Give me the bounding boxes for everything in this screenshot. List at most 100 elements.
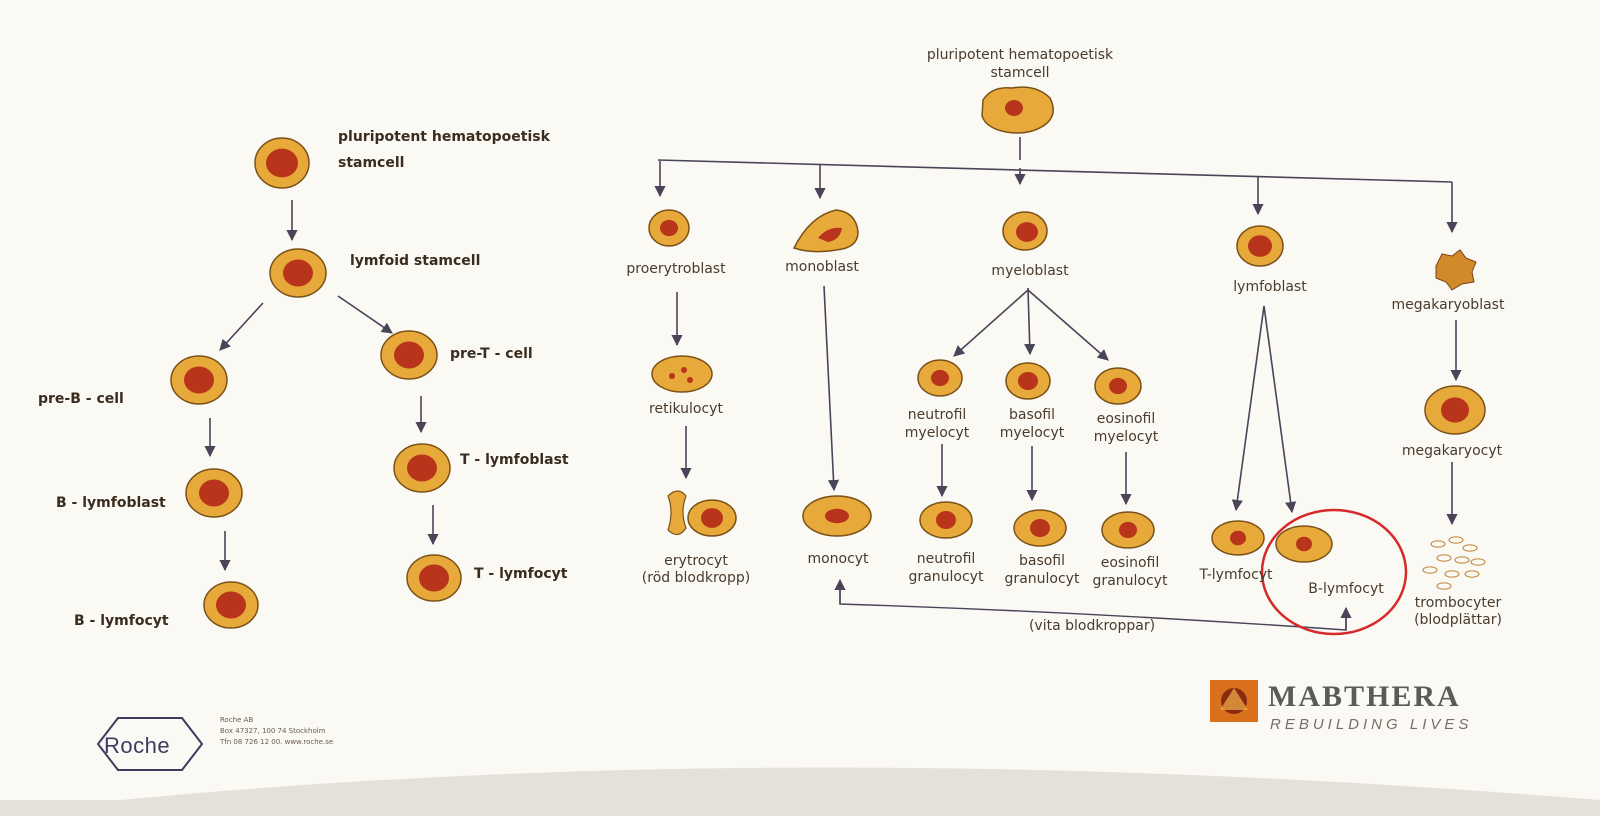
cell-erythrocyte-round-nucleus	[701, 508, 723, 528]
roche-address-1: Roche AB	[220, 716, 254, 724]
cell-t-lymphoblast-nucleus	[407, 454, 437, 482]
label-megakaryoblast: megakaryoblast	[1391, 297, 1505, 313]
cell-erythrocyte-disc	[667, 490, 687, 536]
label-neutrophil-granulocyte-1: neutrofil	[916, 551, 976, 567]
roche-logo-text: Roche	[104, 733, 171, 758]
cell-monoblast-nucleus	[818, 227, 842, 242]
thrombocyte-7	[1422, 566, 1438, 574]
cell-t-lymphocyte-left-nucleus	[419, 564, 449, 592]
line-branch-bar	[657, 159, 1453, 183]
label-proerythroblast: proerytroblast	[626, 261, 726, 277]
arrow-lymphoblast-to-b-lymphocyte	[1263, 305, 1297, 514]
cell-eosinophil-granulocyte-nucleus	[1119, 521, 1137, 539]
label-eosinophil-granulocyte-2: granulocyt	[1092, 573, 1168, 589]
cell-basophil-myelocyte-nucleus	[1018, 372, 1038, 390]
reticulocyte-granule-3	[687, 377, 693, 383]
label-thrombocytes-2: (blodplättar)	[1414, 612, 1502, 628]
cell-b-lymphocyte-right-nucleus	[1296, 536, 1312, 552]
thrombocyte-10	[1436, 582, 1452, 590]
label-t-lymphocyte-right: T-lymfocyt	[1199, 567, 1273, 583]
label-basophil-granulocyte-1: basofil	[1018, 553, 1066, 569]
cell-t-lymphocyte-right-nucleus	[1230, 530, 1246, 546]
arrow-lymphoid-to-pre-b	[219, 302, 264, 351]
roche-address-2: Box 47327, 100 74 Stockholm	[220, 727, 326, 735]
label-eosinophil-granulocyte-1: eosinofil	[1100, 555, 1160, 571]
arrow-myeloblast-to-basophil	[1024, 289, 1036, 356]
label-pre-t-cell: pre-T - cell	[450, 346, 533, 362]
cell-basophil-granulocyte-nucleus	[1030, 519, 1050, 537]
cell-stem-left-nucleus	[266, 148, 298, 178]
label-neutrophil-granulocyte-2: granulocyt	[908, 569, 984, 585]
mabthera-name: MABTHERA	[1268, 680, 1461, 713]
cell-lymphoblast-nucleus	[1248, 235, 1272, 257]
roche-logo	[96, 717, 204, 771]
label-erythrocyte-2: (röd blodkropp)	[641, 570, 751, 586]
thrombocyte-3	[1462, 544, 1478, 552]
label-lymphoid-stem-cell: lymfoid stamcell	[350, 253, 481, 269]
cell-neutrophil-granulocyte-nucleus	[936, 511, 956, 529]
mabthera-tagline: REBUILDING LIVES	[1270, 716, 1473, 733]
label-basophil-myelocyte-2: myelocyt	[999, 425, 1065, 441]
thrombocyte-6	[1470, 558, 1486, 566]
cell-monoblast	[792, 209, 859, 253]
label-b-lymphocyte-right: B-lymfocyt	[1308, 581, 1384, 597]
cell-lymphoid-nucleus	[283, 259, 313, 287]
label-stem-cell-right-2: stamcell	[990, 65, 1050, 81]
cell-myeloblast-nucleus	[1016, 222, 1038, 242]
label-thrombocytes-1: trombocyter	[1414, 595, 1502, 611]
highlight-circle-b-lymphocyte	[1260, 508, 1408, 636]
thrombocyte-9	[1464, 570, 1480, 578]
mabthera-icon	[1210, 680, 1258, 722]
cell-proerythroblast-nucleus	[660, 219, 678, 237]
label-reticulocyte: retikulocyt	[649, 401, 723, 417]
roche-address-3: Tfn 08 726 12 00. www.roche.se	[220, 738, 334, 746]
label-t-lymphoblast: T - lymfoblast	[460, 452, 569, 468]
thrombocyte-8	[1444, 570, 1460, 578]
thrombocyte-1	[1430, 540, 1446, 548]
cell-reticulocyte	[651, 355, 713, 393]
label-stem-cell-left-2: stamcell	[338, 155, 405, 171]
label-myeloblast: myeloblast	[991, 263, 1069, 279]
cell-stem-right-nucleus	[1005, 100, 1023, 116]
cell-megakaryoblast	[1435, 249, 1477, 291]
label-eosinophil-myelocyte-1: eosinofil	[1096, 411, 1156, 427]
label-neutrophil-myelocyte-2: myelocyt	[904, 425, 970, 441]
label-pre-b-cell: pre-B - cell	[38, 391, 124, 407]
reticulocyte-granule-1	[669, 373, 675, 379]
reticulocyte-granule-2	[681, 367, 687, 373]
label-b-lymphoblast: B - lymfoblast	[56, 495, 166, 511]
label-erythrocyte-1: erytrocyt	[664, 553, 728, 569]
label-stem-cell-left-1: pluripotent hematopoetisk	[338, 129, 550, 145]
cell-b-lymphoblast-nucleus	[199, 479, 229, 507]
arrow-myeloblast-to-eosinophil	[1027, 289, 1109, 361]
cell-eosinophil-myelocyte-nucleus	[1109, 377, 1127, 395]
thrombocyte-4	[1436, 554, 1452, 562]
label-monocyte: monocyt	[807, 551, 869, 567]
label-neutrophil-myelocyte-1: neutrofil	[907, 407, 967, 423]
label-lymphoblast-right: lymfoblast	[1233, 279, 1307, 295]
arrow-myeloblast-to-neutrophil	[953, 289, 1029, 357]
cell-monocyte-nucleus	[825, 508, 849, 524]
label-t-lymphocyte-left: T - lymfocyt	[474, 566, 568, 582]
label-monoblast: monoblast	[785, 259, 859, 275]
bracket-white-cells	[839, 586, 1347, 631]
cell-pre-t-nucleus	[394, 341, 424, 369]
arrow-lymphoblast-to-t-lymphocyte	[1231, 305, 1265, 512]
label-basophil-myelocyte-1: basofil	[1008, 407, 1056, 423]
arrow-lymphoid-to-pre-t	[337, 295, 393, 334]
label-b-lymphocyte-left: B - lymfocyt	[74, 613, 169, 629]
label-eosinophil-myelocyte-2: myelocyt	[1093, 429, 1159, 445]
label-megakaryocyte: megakaryocyt	[1401, 443, 1503, 459]
cell-megakaryocyte-nucleus	[1441, 397, 1469, 423]
cell-b-lymphocyte-left-nucleus	[216, 591, 246, 619]
arrow-monoblast-to-monocyte	[823, 285, 840, 492]
thrombocyte-5	[1454, 556, 1470, 564]
label-white-blood-cells: (vita blodkroppar)	[1028, 618, 1156, 634]
label-basophil-granulocyte-2: granulocyt	[1004, 571, 1080, 587]
cell-pre-b-nucleus	[184, 366, 214, 394]
cell-neutrophil-myelocyte-nucleus	[931, 369, 949, 387]
thrombocyte-2	[1448, 536, 1464, 544]
